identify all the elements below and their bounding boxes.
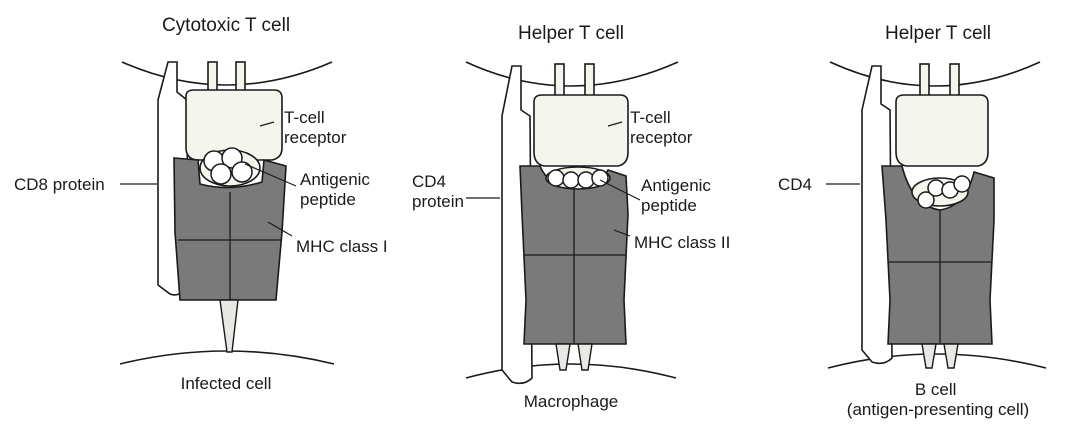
label-line: MHC class II <box>634 233 730 252</box>
panel-helper-macrophage: Helper T cell CD4 protein T-cel <box>412 23 730 411</box>
peptide-bead <box>954 176 970 192</box>
target-cell-membrane <box>466 364 676 378</box>
tcr-label: T-cell receptor <box>630 108 693 147</box>
panel-title: Helper T cell <box>885 23 991 44</box>
peptide-bead <box>548 170 564 186</box>
tcr-stem <box>920 64 929 98</box>
mhc-stalk <box>556 344 570 370</box>
coreceptor-label: CD4 <box>778 175 812 194</box>
label-line: peptide <box>641 196 697 215</box>
label-line: CD4 <box>778 175 812 194</box>
t-cell-membrane <box>122 62 332 85</box>
panel-title: Cytotoxic T cell <box>162 15 290 36</box>
target-cell-membrane <box>828 354 1046 368</box>
peptide-bead <box>563 172 579 188</box>
label-line: Antigenic <box>300 170 370 189</box>
t-cell-membrane <box>466 62 678 86</box>
mhc-stalk <box>922 344 936 368</box>
t-cell-receptor <box>896 95 988 166</box>
label-line: B cell <box>915 380 957 399</box>
tcr-stem <box>950 64 959 98</box>
target-cell-membrane <box>120 351 334 364</box>
label-line: CD8 protein <box>14 175 105 194</box>
cell-label: Macrophage <box>524 392 619 411</box>
label-line: peptide <box>300 190 356 209</box>
coreceptor-label: CD4 protein <box>412 172 464 211</box>
tcr-stem <box>555 64 564 98</box>
label-line: T-cell <box>630 108 671 127</box>
tcr-label: T-cell receptor <box>284 108 347 147</box>
label-line: CD4 <box>412 172 446 191</box>
label-line: receptor <box>284 128 347 147</box>
label-line: MHC class I <box>296 237 388 256</box>
peptide-label: Antigenic peptide <box>641 176 716 215</box>
mhc-stalk <box>578 344 592 370</box>
label-line: protein <box>412 192 464 211</box>
label-line: (antigen-presenting cell) <box>847 400 1029 419</box>
peptide-label: Antigenic peptide <box>300 170 375 209</box>
mhc-stalk <box>220 300 238 352</box>
label-line: T-cell <box>284 108 325 127</box>
t-cell-receptor <box>534 95 628 166</box>
cell-label: Infected cell <box>181 374 272 393</box>
mhc-label: MHC class II <box>634 233 730 252</box>
tcr-stem <box>585 64 594 98</box>
label-line: Antigenic <box>641 176 711 195</box>
peptide-bead <box>592 170 608 186</box>
peptide-bead <box>232 162 252 182</box>
panel-helper-bcell: Helper T cell CD4 B cell (antigen-presen… <box>778 23 1046 419</box>
label-line: receptor <box>630 128 693 147</box>
label-line: Macrophage <box>524 392 619 411</box>
t-cell-membrane <box>830 62 1040 86</box>
cell-label: B cell (antigen-presenting cell) <box>847 380 1029 419</box>
peptide-bead <box>211 164 231 184</box>
mhc-stalk <box>944 344 958 368</box>
coreceptor-label: CD8 protein <box>14 175 105 194</box>
label-line: Infected cell <box>181 374 272 393</box>
mhc-label: MHC class I <box>296 237 388 256</box>
panel-title: Helper T cell <box>518 23 624 44</box>
panel-cytotoxic: Cytotoxic T cell CD8 protein T-cell <box>14 15 388 393</box>
